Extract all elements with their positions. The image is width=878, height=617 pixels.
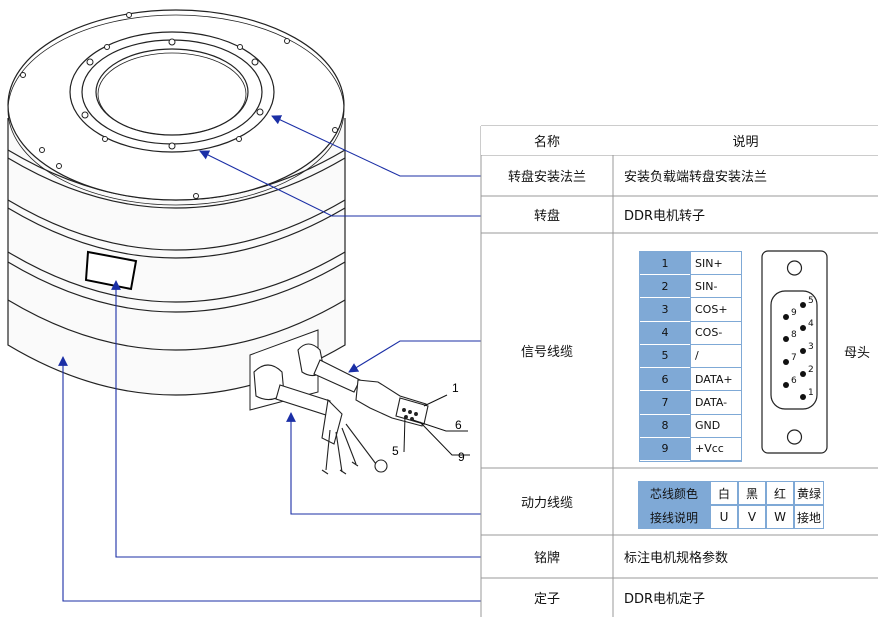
connector-label: 母头 (844, 346, 871, 361)
signal-cable (297, 343, 429, 427)
pin-number: 1 (640, 252, 690, 276)
row-name-flange: 转盘安装法兰 (507, 170, 586, 185)
motor-body (7, 9, 346, 396)
db9-pins (783, 302, 806, 400)
db9-pin-label: 2 (808, 365, 814, 375)
pin-number: 2 (640, 275, 690, 299)
pin-signal-label: +Vcc (690, 437, 741, 461)
row-name-nameplate: 铭牌 (533, 551, 560, 566)
pin-number: 6 (640, 368, 690, 392)
pin-signal-label: DATA- (690, 391, 741, 415)
row-name-signal: 信号线缆 (520, 345, 573, 360)
db9-pin-label: 3 (808, 342, 814, 352)
row-name-stator: 定子 (533, 592, 560, 607)
bolt-holes (20, 12, 338, 199)
db9-pin-label: 4 (808, 319, 814, 329)
row-desc-stator: DDR电机定子 (624, 592, 706, 607)
row-desc-rotor: DDR电机转子 (624, 209, 706, 224)
power-cell: 红 (766, 481, 794, 505)
header-desc: 说明 (613, 126, 878, 155)
leader-lines (58, 115, 481, 602)
component-table: 名称 说明 转盘安装法兰 安装负载端转盘安装法兰 转盘 DDR电机转子 信号线缆… (481, 126, 878, 617)
db9-pin-label: 9 (791, 308, 797, 318)
pin-signal-label: / (690, 344, 741, 369)
pin-signal-label: COS- (690, 321, 741, 345)
header-name: 名称 (481, 126, 613, 155)
db9-pin-label: 6 (791, 376, 797, 386)
pin-signal-label: SIN+ (690, 252, 741, 276)
pin-number: 3 (640, 298, 690, 322)
power-row-header: 芯线颜色 (638, 481, 710, 505)
db9-pin-label: 7 (791, 353, 797, 363)
pin-signal-label: COS+ (690, 298, 741, 322)
db9-pin-label: 8 (791, 330, 797, 340)
pin-signal-label: DATA+ (690, 368, 741, 392)
power-cell: W (766, 505, 794, 529)
pin-number: 4 (640, 321, 690, 345)
callout-5: 5 (392, 444, 399, 458)
row-desc-flange: 安装负载端转盘安装法兰 (624, 170, 768, 185)
db9-connector (761, 250, 828, 454)
row-desc-nameplate: 标注电机规格参数 (624, 551, 729, 566)
callout-6: 6 (455, 418, 462, 432)
pin-number: 8 (640, 414, 690, 438)
callout-1: 1 (452, 381, 459, 395)
power-cell: 白 (710, 481, 738, 505)
callout-lines (403, 394, 470, 456)
power-cell: 黑 (738, 481, 766, 505)
nameplate-shape (84, 250, 138, 291)
db9-pin-label: 5 (808, 296, 814, 306)
power-cell: 接地 (794, 505, 824, 529)
row-name-rotor: 转盘 (533, 209, 560, 224)
db9-pin-label: 1 (808, 388, 814, 398)
pin-number: 5 (640, 344, 690, 369)
power-cell: U (710, 505, 738, 529)
power-cell: 黄绿 (794, 481, 824, 505)
power-row-header: 接线说明 (638, 505, 710, 529)
pin-signal-label: GND (690, 414, 741, 438)
power-cell: V (738, 505, 766, 529)
power-cable (253, 364, 388, 475)
pin-signal-label: SIN- (690, 275, 741, 299)
row-name-power: 动力线缆 (520, 496, 573, 511)
pin-number: 7 (640, 391, 690, 415)
pin-number: 9 (640, 437, 690, 461)
callout-9: 9 (458, 450, 465, 464)
